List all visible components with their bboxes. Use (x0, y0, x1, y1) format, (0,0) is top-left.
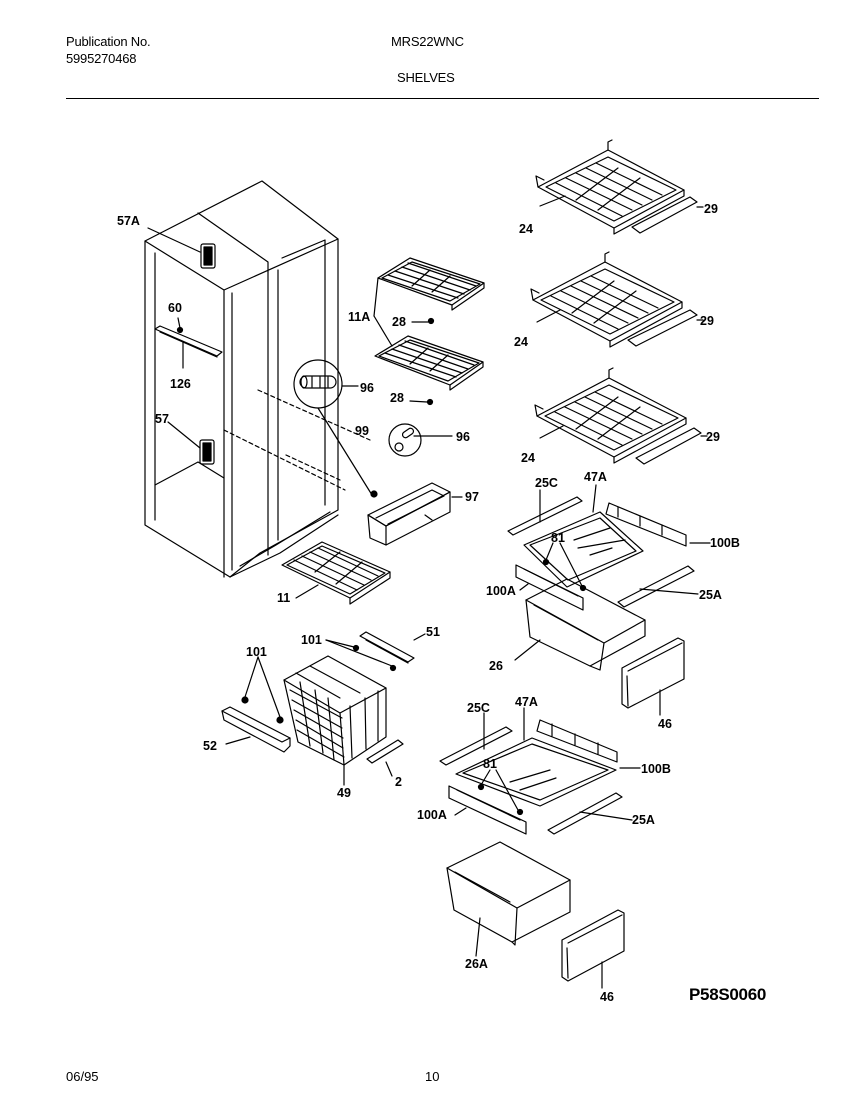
callout-47a-upper: 47A (584, 470, 607, 484)
pan-97 (367, 482, 463, 546)
callout-100a-upper: 100A (486, 584, 516, 598)
callout-46-upper: 46 (658, 717, 672, 731)
glass-shelf-24-bottom (534, 367, 708, 465)
header-rule (66, 98, 819, 99)
callout-99: 99 (355, 424, 369, 438)
model-number: MRS22WNC (391, 34, 464, 49)
callout-46-lower: 46 (600, 990, 614, 1004)
callout-96-hinge: 96 (360, 381, 374, 395)
callout-52: 52 (203, 739, 217, 753)
rail-126 (154, 317, 223, 369)
part-99-96 (388, 423, 453, 457)
freezer-shelf-11a-lower (374, 335, 484, 406)
crisper-drawer-26a (446, 841, 571, 957)
callout-29-middle: 29 (700, 314, 714, 328)
publication-number: 5995270468 (66, 51, 137, 66)
callout-100a-lower: 100A (417, 808, 447, 822)
callout-11a: 11A (348, 310, 370, 324)
callout-25c-upper: 25C (535, 476, 558, 490)
callout-25a-lower: 25A (632, 813, 655, 827)
callout-28-lower: 28 (390, 391, 404, 405)
callout-24-bottom: 24 (521, 451, 535, 465)
callout-25a-upper: 25A (699, 588, 722, 602)
callout-49: 49 (337, 786, 351, 800)
crisper-cover-upper (507, 484, 711, 611)
callout-26a: 26A (465, 957, 488, 971)
callout-26: 26 (489, 659, 503, 673)
freezer-shelf-11a-upper (377, 257, 485, 325)
callout-2: 2 (395, 775, 402, 789)
callout-24-top: 24 (519, 222, 533, 236)
hinge-pin-96 (293, 359, 373, 496)
callout-100b-lower: 100B (641, 762, 671, 776)
section-title: SHELVES (397, 70, 455, 85)
callout-96-small: 96 (456, 430, 470, 444)
bracket-57a (147, 227, 216, 269)
basket-49 (283, 655, 387, 786)
drawing-code: P58S0060 (689, 985, 767, 1004)
callout-57: 57 (155, 412, 169, 426)
bracket-57 (167, 421, 215, 465)
callout-81-lower: 81 (483, 757, 497, 771)
callout-29-top: 29 (704, 202, 718, 216)
callout-101-left: 101 (246, 645, 267, 659)
publication-label: Publication No. (66, 34, 151, 49)
glass-shelf-24-top (535, 139, 704, 235)
callout-60: 60 (168, 301, 182, 315)
crisper-front-46b (561, 909, 625, 989)
crisper-front-46a (621, 637, 685, 716)
crisper-drawer-26 (514, 578, 646, 671)
callout-25c-lower: 25C (467, 701, 490, 715)
callout-29-bottom: 29 (706, 430, 720, 444)
callout-11: 11 (277, 591, 290, 605)
callout-100b-upper: 100B (710, 536, 740, 550)
cabinet (144, 180, 371, 578)
footer-date: 06/95 (66, 1069, 99, 1084)
callout-126: 126 (170, 377, 191, 391)
rail-51 (325, 631, 426, 672)
crisper-cover-lower (439, 707, 641, 835)
footer-page-number: 10 (425, 1069, 440, 1084)
callout-101-right: 101 (301, 633, 322, 647)
callout-57a: 57A (117, 214, 140, 228)
glass-shelf-24-middle (530, 251, 704, 348)
freezer-shelf-11 (281, 541, 391, 605)
callout-47a-lower: 47A (515, 695, 538, 709)
callout-81-upper: 81 (551, 531, 565, 545)
callout-24-middle: 24 (514, 335, 528, 349)
callout-28-upper: 28 (392, 315, 406, 329)
rod-2 (366, 739, 404, 777)
bracket-52 (221, 656, 291, 753)
callout-97: 97 (465, 490, 479, 504)
callout-51: 51 (426, 625, 440, 639)
